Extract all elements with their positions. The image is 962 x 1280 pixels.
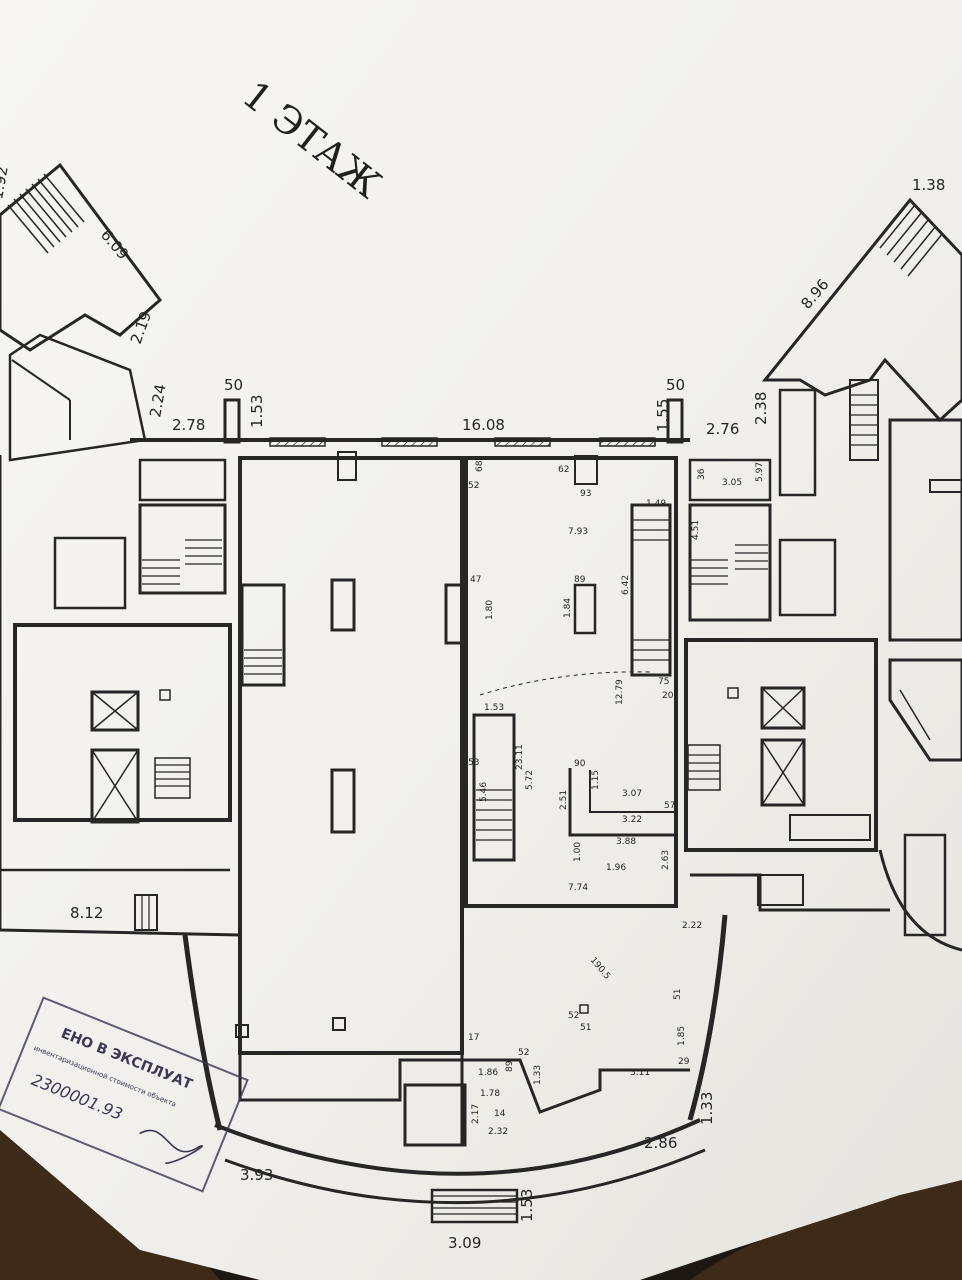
dim-6-42: 6.42	[621, 575, 631, 595]
dim-5-97: 5.97	[755, 462, 765, 482]
dim-89: 89	[574, 575, 586, 585]
dim-51: 51	[580, 1023, 591, 1033]
dim-1-53: 1.53	[518, 1189, 536, 1222]
table-wood-grain	[0, 1120, 962, 1280]
dim-4-51: 4.51	[691, 520, 701, 540]
dim-5-46: 5.46	[479, 782, 489, 802]
dim-50-right: 50	[666, 376, 685, 394]
dim-20: 20	[662, 691, 674, 701]
room-dimensions: 68 52 62 93 1.49 7.93 89 1.84 47 1.80 6.…	[468, 460, 765, 1137]
dim-7-74: 7.74	[568, 883, 588, 893]
dim-1-49: 1.49	[646, 499, 666, 509]
dim-47: 47	[470, 575, 481, 585]
dim-90: 90	[574, 759, 586, 769]
dim-3-09: 3.09	[448, 1234, 481, 1252]
dim-62: 62	[558, 465, 569, 475]
dim-1-96: 1.96	[606, 863, 626, 873]
dim-2-32: 2.32	[488, 1127, 508, 1137]
dim-89b: 89	[505, 1060, 515, 1072]
dim-1-78: 1.78	[480, 1089, 500, 1099]
dim-12-79: 12.79	[615, 679, 625, 705]
dim-5-72: 5.72	[525, 770, 535, 790]
dim-7-93: 7.93	[568, 527, 588, 537]
bottom-facade	[182, 914, 728, 1224]
dim-1-53-top: 1.53	[248, 395, 266, 428]
dim-2-24: 2.24	[146, 383, 170, 419]
central-hall	[130, 398, 690, 1055]
dim-23-11: 23.11	[515, 744, 525, 770]
dim-3-05: 3.05	[722, 478, 742, 488]
dim-52: 52	[468, 481, 479, 491]
dim-1-38: 1.38	[912, 176, 945, 194]
dim-1-84: 1.84	[563, 598, 573, 618]
dim-2-78: 2.78	[172, 416, 205, 434]
dim-36: 36	[697, 468, 707, 480]
dim-68: 68	[475, 460, 485, 472]
bottom-dimensions: 8.12 2.86 1.33 1.53 3.09 3.93	[70, 904, 716, 1252]
dim-2-76: 2.76	[706, 420, 739, 438]
dim-8-12: 8.12	[70, 904, 103, 922]
dim-3-07: 3.07	[622, 789, 642, 799]
dim-53: 53	[468, 758, 479, 768]
dim-2-17: 2.17	[471, 1104, 481, 1124]
dim-51b: 51	[673, 989, 683, 1000]
dim-29: 29	[678, 1057, 690, 1067]
dim-17: 17	[468, 1033, 479, 1043]
signature-scribble	[139, 1129, 203, 1165]
dim-2-22: 2.22	[682, 921, 702, 931]
dim-1-80: 1.80	[485, 600, 495, 620]
dim-1-85: 1.85	[677, 1026, 687, 1046]
dim-1-15: 1.15	[591, 770, 601, 790]
dim-50-left: 50	[224, 376, 243, 394]
dim-14: 14	[494, 1109, 506, 1119]
dim-2-51: 2.51	[559, 790, 569, 810]
dim-3-11: 3.11	[630, 1068, 650, 1078]
dim-52b: 52	[568, 1011, 579, 1021]
dim-1-00: 1.00	[573, 842, 583, 862]
dim-1-55: 1.55	[654, 399, 672, 432]
dim-1-33-in: 1.33	[533, 1065, 543, 1085]
dim-16-08: 16.08	[462, 416, 505, 434]
dim-3-22: 3.22	[622, 815, 642, 825]
dim-1-92: 1.92	[0, 165, 12, 201]
dim-93: 93	[580, 489, 591, 499]
dim-2-38: 2.38	[752, 392, 770, 425]
dim-52c: 52	[518, 1048, 529, 1058]
dim-3-93: 3.93	[240, 1166, 273, 1184]
dim-1-53-in: 1.53	[484, 703, 504, 713]
dim-75: 75	[658, 677, 669, 687]
right-wing	[684, 197, 962, 952]
dim-57: 57	[664, 801, 675, 811]
dim-2-86: 2.86	[644, 1134, 677, 1152]
dim-1-86: 1.86	[478, 1068, 498, 1078]
dim-2-63: 2.63	[661, 850, 671, 870]
left-wing	[0, 162, 241, 937]
dim-1-33: 1.33	[698, 1092, 716, 1125]
dim-3-88: 3.88	[616, 837, 636, 847]
